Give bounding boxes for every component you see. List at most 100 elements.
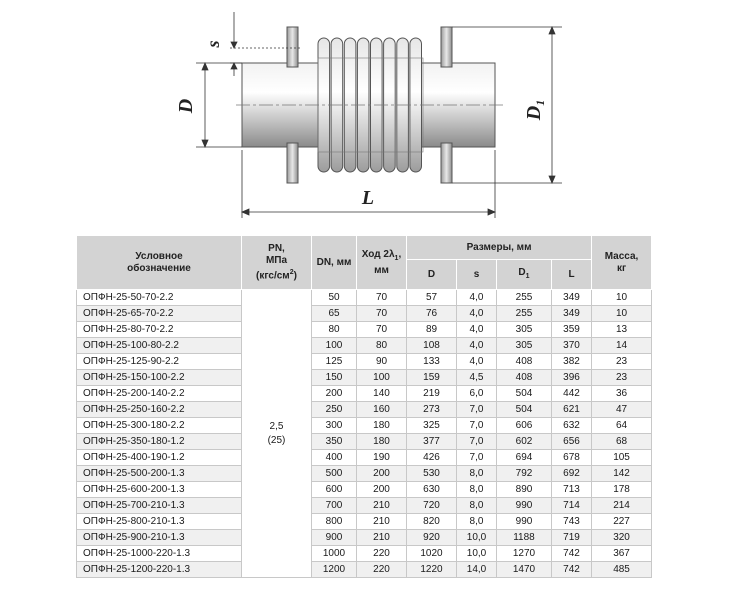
cell-stroke: 220 xyxy=(356,561,407,578)
cell-designation: ОПФН-25-250-160-2.2 xyxy=(76,401,242,418)
cell-l: 359 xyxy=(550,321,593,338)
cell-designation: ОПФН-25-700-210-1.3 xyxy=(76,497,242,514)
cell-s: 7,0 xyxy=(456,433,497,450)
cell-d: 630 xyxy=(406,481,457,498)
cell-l: 621 xyxy=(550,401,593,418)
header-d: D xyxy=(406,259,457,290)
cell-designation: ОПФН-25-150-100-2.2 xyxy=(76,369,242,386)
cell-d: 720 xyxy=(406,497,457,514)
cell-stroke: 100 xyxy=(356,369,407,386)
cell-dn: 500 xyxy=(311,465,357,482)
dimension-d1-label: D1 xyxy=(523,100,547,121)
cell-dn: 125 xyxy=(311,353,357,370)
cell-designation: ОПФН-25-80-70-2.2 xyxy=(76,321,242,338)
cell-dn: 900 xyxy=(311,529,357,546)
cell-mass: 13 xyxy=(591,321,653,338)
cell-designation: ОПФН-25-350-180-1.2 xyxy=(76,433,242,450)
cell-stroke: 90 xyxy=(356,353,407,370)
cell-d1: 305 xyxy=(496,337,552,354)
cell-l: 349 xyxy=(550,305,593,322)
cell-s: 10,0 xyxy=(456,529,497,546)
cell-l: 678 xyxy=(550,449,593,466)
cell-d1: 890 xyxy=(496,481,552,498)
cell-d: 377 xyxy=(406,433,457,450)
cell-s: 8,0 xyxy=(456,465,497,482)
cell-s: 7,0 xyxy=(456,401,497,418)
cell-d: 133 xyxy=(406,353,457,370)
cell-stroke: 180 xyxy=(356,417,407,434)
cell-d1: 602 xyxy=(496,433,552,450)
cell-mass: 105 xyxy=(591,449,653,466)
cell-stroke: 210 xyxy=(356,529,407,546)
cell-stroke: 180 xyxy=(356,433,407,450)
cell-d1: 1470 xyxy=(496,561,552,578)
cell-mass: 485 xyxy=(591,561,653,578)
cell-dn: 150 xyxy=(311,369,357,386)
cell-l: 742 xyxy=(550,561,593,578)
cell-dn: 300 xyxy=(311,417,357,434)
header-dn: DN, мм xyxy=(311,235,357,290)
cell-d: 89 xyxy=(406,321,457,338)
cell-dn: 65 xyxy=(311,305,357,322)
cell-s: 6,0 xyxy=(456,385,497,402)
cell-s: 4,0 xyxy=(456,353,497,370)
pn-value: 2,5 xyxy=(269,420,284,432)
cell-mass: 178 xyxy=(591,481,653,498)
cell-stroke: 70 xyxy=(356,305,407,322)
cell-designation: ОПФН-25-65-70-2.2 xyxy=(76,305,242,322)
cell-designation: ОПФН-25-800-210-1.3 xyxy=(76,513,242,530)
cell-l: 632 xyxy=(550,417,593,434)
cell-d1: 606 xyxy=(496,417,552,434)
dimension-s-label: s xyxy=(203,40,223,48)
cell-d1: 1188 xyxy=(496,529,552,546)
cell-d: 273 xyxy=(406,401,457,418)
cell-designation: ОПФН-25-400-190-1.2 xyxy=(76,449,242,466)
cell-s: 14,0 xyxy=(456,561,497,578)
cell-d1: 305 xyxy=(496,321,552,338)
cell-d1: 255 xyxy=(496,289,552,306)
cell-s: 4,0 xyxy=(456,321,497,338)
cell-d1: 504 xyxy=(496,401,552,418)
cell-designation: ОПФН-25-600-200-1.3 xyxy=(76,481,242,498)
cell-d: 530 xyxy=(406,465,457,482)
cell-mass: 64 xyxy=(591,417,653,434)
cell-s: 7,0 xyxy=(456,449,497,466)
cell-mass: 320 xyxy=(591,529,653,546)
cell-designation: ОПФН-25-900-210-1.3 xyxy=(76,529,242,546)
cell-s: 8,0 xyxy=(456,497,497,514)
cell-mass: 23 xyxy=(591,369,653,386)
cell-dn: 1200 xyxy=(311,561,357,578)
cell-dn: 250 xyxy=(311,401,357,418)
cell-d: 219 xyxy=(406,385,457,402)
cell-mass: 367 xyxy=(591,545,653,562)
cell-l: 442 xyxy=(550,385,593,402)
cell-l: 692 xyxy=(550,465,593,482)
dimension-l-label: L xyxy=(361,187,374,209)
cell-dn: 700 xyxy=(311,497,357,514)
cell-designation: ОПФН-25-500-200-1.3 xyxy=(76,465,242,482)
flange-left xyxy=(286,26,299,184)
cell-d: 920 xyxy=(406,529,457,546)
cell-d: 57 xyxy=(406,289,457,306)
cell-designation: ОПФН-25-300-180-2.2 xyxy=(76,417,242,434)
cell-dn: 1000 xyxy=(311,545,357,562)
cell-s: 7,0 xyxy=(456,417,497,434)
cell-d1: 408 xyxy=(496,353,552,370)
dimension-l xyxy=(240,150,497,218)
cell-l: 714 xyxy=(550,497,593,514)
dimension-d1 xyxy=(452,25,562,185)
cell-s: 4,5 xyxy=(456,369,497,386)
cell-pn: 2,5 (25) xyxy=(241,289,312,578)
cell-s: 4,0 xyxy=(456,289,497,306)
cell-d1: 408 xyxy=(496,369,552,386)
pn-value-kgf: (25) xyxy=(267,434,286,446)
